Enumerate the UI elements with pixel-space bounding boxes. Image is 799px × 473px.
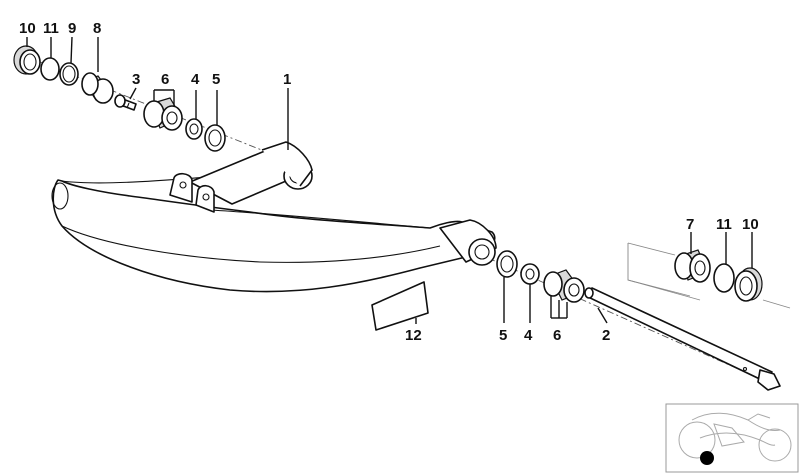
callout-labels: 10 11 9 8 3 6 4 5 1 7 11 10 12 5 4 6 2 (19, 20, 759, 344)
part-10-cap (13, 45, 41, 75)
callout-10-right: 10 (742, 216, 759, 233)
callout-2: 2 (602, 327, 610, 344)
callout-10: 10 (19, 20, 36, 37)
callout-3: 3 (132, 71, 140, 88)
callout-6: 6 (161, 71, 169, 88)
callout-4-right: 4 (524, 327, 533, 344)
part-11-ring-right (713, 263, 735, 293)
part-5-seal (204, 124, 226, 152)
part-6-bearing-right (543, 269, 585, 303)
right-bearing-stack (496, 249, 781, 391)
part-2-axle (584, 287, 781, 391)
part-8-bushing (81, 72, 114, 104)
callout-8: 8 (93, 20, 101, 37)
part-3-bolt (114, 94, 137, 111)
part-12-sticker (371, 281, 429, 331)
part-4-washer (185, 118, 203, 140)
callout-12: 12 (405, 327, 422, 344)
part-5-seal-right (496, 250, 518, 278)
locator-thumbnail (665, 403, 799, 473)
motorcycle-outline-icon (678, 412, 792, 462)
callout-7: 7 (686, 216, 694, 233)
leader-lines (26, 36, 753, 324)
callout-9: 9 (68, 20, 76, 37)
callout-4: 4 (191, 71, 200, 88)
part-7-bushing (674, 249, 711, 283)
part-9-circlip (59, 62, 79, 86)
callout-6-right: 6 (553, 327, 561, 344)
callout-11-right: 11 (716, 216, 732, 233)
callout-5-right: 5 (499, 327, 507, 344)
callout-1: 1 (283, 71, 291, 88)
callout-11: 11 (43, 20, 59, 37)
left-bearing-stack (13, 45, 226, 152)
part-4-washer-right (520, 263, 540, 285)
part-11-ring (40, 57, 60, 81)
part-6-bearing (143, 97, 183, 131)
swing-arm-part (51, 141, 497, 293)
callout-5: 5 (212, 71, 220, 88)
part-10-cap-right (734, 267, 763, 302)
location-marker-icon (700, 451, 714, 465)
